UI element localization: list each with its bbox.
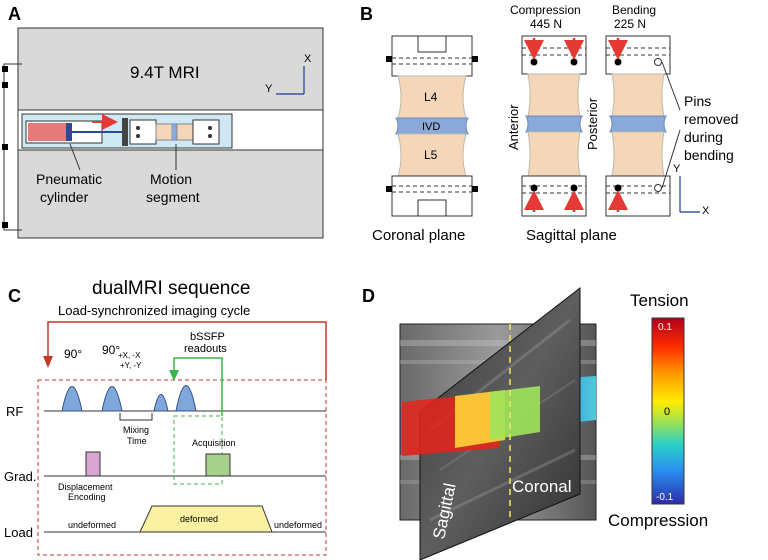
compression-label: Compression	[608, 511, 708, 530]
mixing-label-2: Time	[127, 436, 147, 446]
callout-line	[69, 143, 81, 171]
colorbar	[651, 317, 685, 505]
bssfp-arrowhead	[169, 370, 179, 381]
sagittal-strain-map-low	[490, 386, 540, 440]
panel-d-letter: D	[362, 286, 375, 306]
undeformed-right-label: undeformed	[274, 520, 322, 530]
displacement-label-1: Displacement	[58, 482, 113, 492]
coronal-plane-label: Coronal plane	[372, 227, 465, 244]
fixture-plate	[122, 118, 128, 146]
pin	[208, 134, 212, 138]
displacement-label-2: Encoding	[68, 492, 106, 502]
pulse-90b-label: 90°	[102, 343, 120, 357]
displacement-gradient	[85, 451, 101, 477]
row-grad-label: Grad.	[4, 469, 37, 484]
piston	[66, 123, 72, 141]
posterior-label: Posterior	[585, 97, 600, 150]
mri-upper-block	[17, 27, 324, 111]
pin	[136, 134, 140, 138]
vertebra-l4	[155, 123, 173, 141]
l5-label: L5	[424, 148, 438, 162]
bssfp-label-1: bSSFP	[190, 331, 225, 343]
axis-y-label: Y	[265, 83, 273, 95]
sagittal-bending-specimen	[605, 35, 681, 217]
l4-label: L4	[424, 90, 438, 104]
bending-force: 225 N	[614, 17, 646, 31]
frame-block	[2, 82, 8, 88]
rf-pulse-90b	[101, 386, 123, 412]
sagittal-plane-label: Sagittal plane	[526, 227, 617, 244]
mri-label: 9.4T MRI	[130, 63, 200, 82]
ivd-label: IVD	[422, 121, 440, 133]
load-trapezoid	[139, 505, 273, 533]
acquisition-label: Acquisition	[192, 438, 236, 448]
b-axis-x-label: X	[702, 205, 710, 217]
panel-d: D Sagittal Coronal Tension 0.1 0	[362, 286, 708, 560]
colorbar-tick-top: 0.1	[658, 322, 672, 333]
colorbar-tick-mid: 0	[664, 406, 670, 418]
cycle-arrowhead	[43, 356, 53, 368]
panel-c: C dualMRI sequence Load-synchronized ima…	[4, 278, 327, 556]
colorbar-tick-bottom: -0.1	[656, 492, 674, 503]
segment-label-1: Motion	[150, 171, 192, 187]
cycle-dashed-frame	[37, 379, 327, 556]
sequence-title: dualMRI sequence	[92, 278, 250, 299]
mixing-bracket	[119, 413, 153, 421]
cycle-loop	[47, 321, 327, 380]
coronal-label: Coronal	[512, 477, 572, 496]
deformed-label: deformed	[180, 514, 218, 524]
bssfp-label-2: readouts	[184, 343, 227, 355]
sequence-subtitle: Load-synchronized imaging cycle	[58, 303, 250, 318]
pins-label-2: removed	[684, 111, 738, 127]
rf-pulse-readout	[175, 385, 197, 412]
cylinder-label-1: Pneumatic	[36, 171, 102, 187]
rf-pulse-small	[153, 394, 169, 412]
row-load-label: Load	[4, 525, 33, 540]
sagittal-compression-specimen	[521, 35, 587, 217]
segment-label-2: segment	[146, 189, 200, 205]
panel-b: B L4 IVD L5	[360, 3, 738, 244]
vertebra-l5	[176, 123, 194, 141]
panel-a: A 9.4T MRI X Y	[2, 4, 324, 239]
fixture-left	[129, 119, 157, 145]
anterior-label: Anterior	[506, 104, 521, 150]
disc-ivd	[172, 123, 177, 141]
pulse-90b-sub1: +X, -X	[118, 351, 141, 360]
compression-title: Compression	[510, 3, 581, 17]
fixture-right	[192, 119, 220, 145]
mixing-label-1: Mixing	[123, 425, 149, 435]
mri-lower-block	[17, 149, 324, 239]
rf-pulse-90	[61, 386, 83, 412]
panel-a-letter: A	[8, 4, 21, 24]
row-rf-label: RF	[6, 404, 23, 419]
acquisition-gradient	[205, 453, 231, 477]
b-axis-y-label: Y	[673, 163, 681, 175]
bssfp-loop	[173, 357, 223, 416]
pneumatic-cylinder-chamber	[28, 123, 66, 141]
frame-block	[2, 66, 8, 72]
bending-title: Bending	[612, 3, 656, 17]
panel-c-letter: C	[8, 286, 21, 306]
pins-label-1: Pins	[684, 93, 711, 109]
undeformed-left-label: undeformed	[68, 520, 116, 530]
tension-label: Tension	[630, 291, 689, 310]
pulse-90-label: 90°	[64, 347, 82, 361]
pulse-90b-sub2: +Y, -Y	[120, 361, 142, 370]
bssfp-dashed-box	[173, 415, 223, 485]
axis-x-label: X	[304, 53, 312, 65]
pins-label-3: during	[684, 129, 723, 145]
pin	[136, 126, 140, 130]
frame-block	[2, 222, 8, 228]
pin	[208, 126, 212, 130]
cylinder-label-2: cylinder	[40, 189, 89, 205]
pins-label-4: bending	[684, 147, 734, 163]
frame-block	[2, 144, 8, 150]
compression-force: 445 N	[530, 17, 562, 31]
coronal-specimen	[386, 35, 478, 217]
panel-b-letter: B	[360, 4, 373, 24]
